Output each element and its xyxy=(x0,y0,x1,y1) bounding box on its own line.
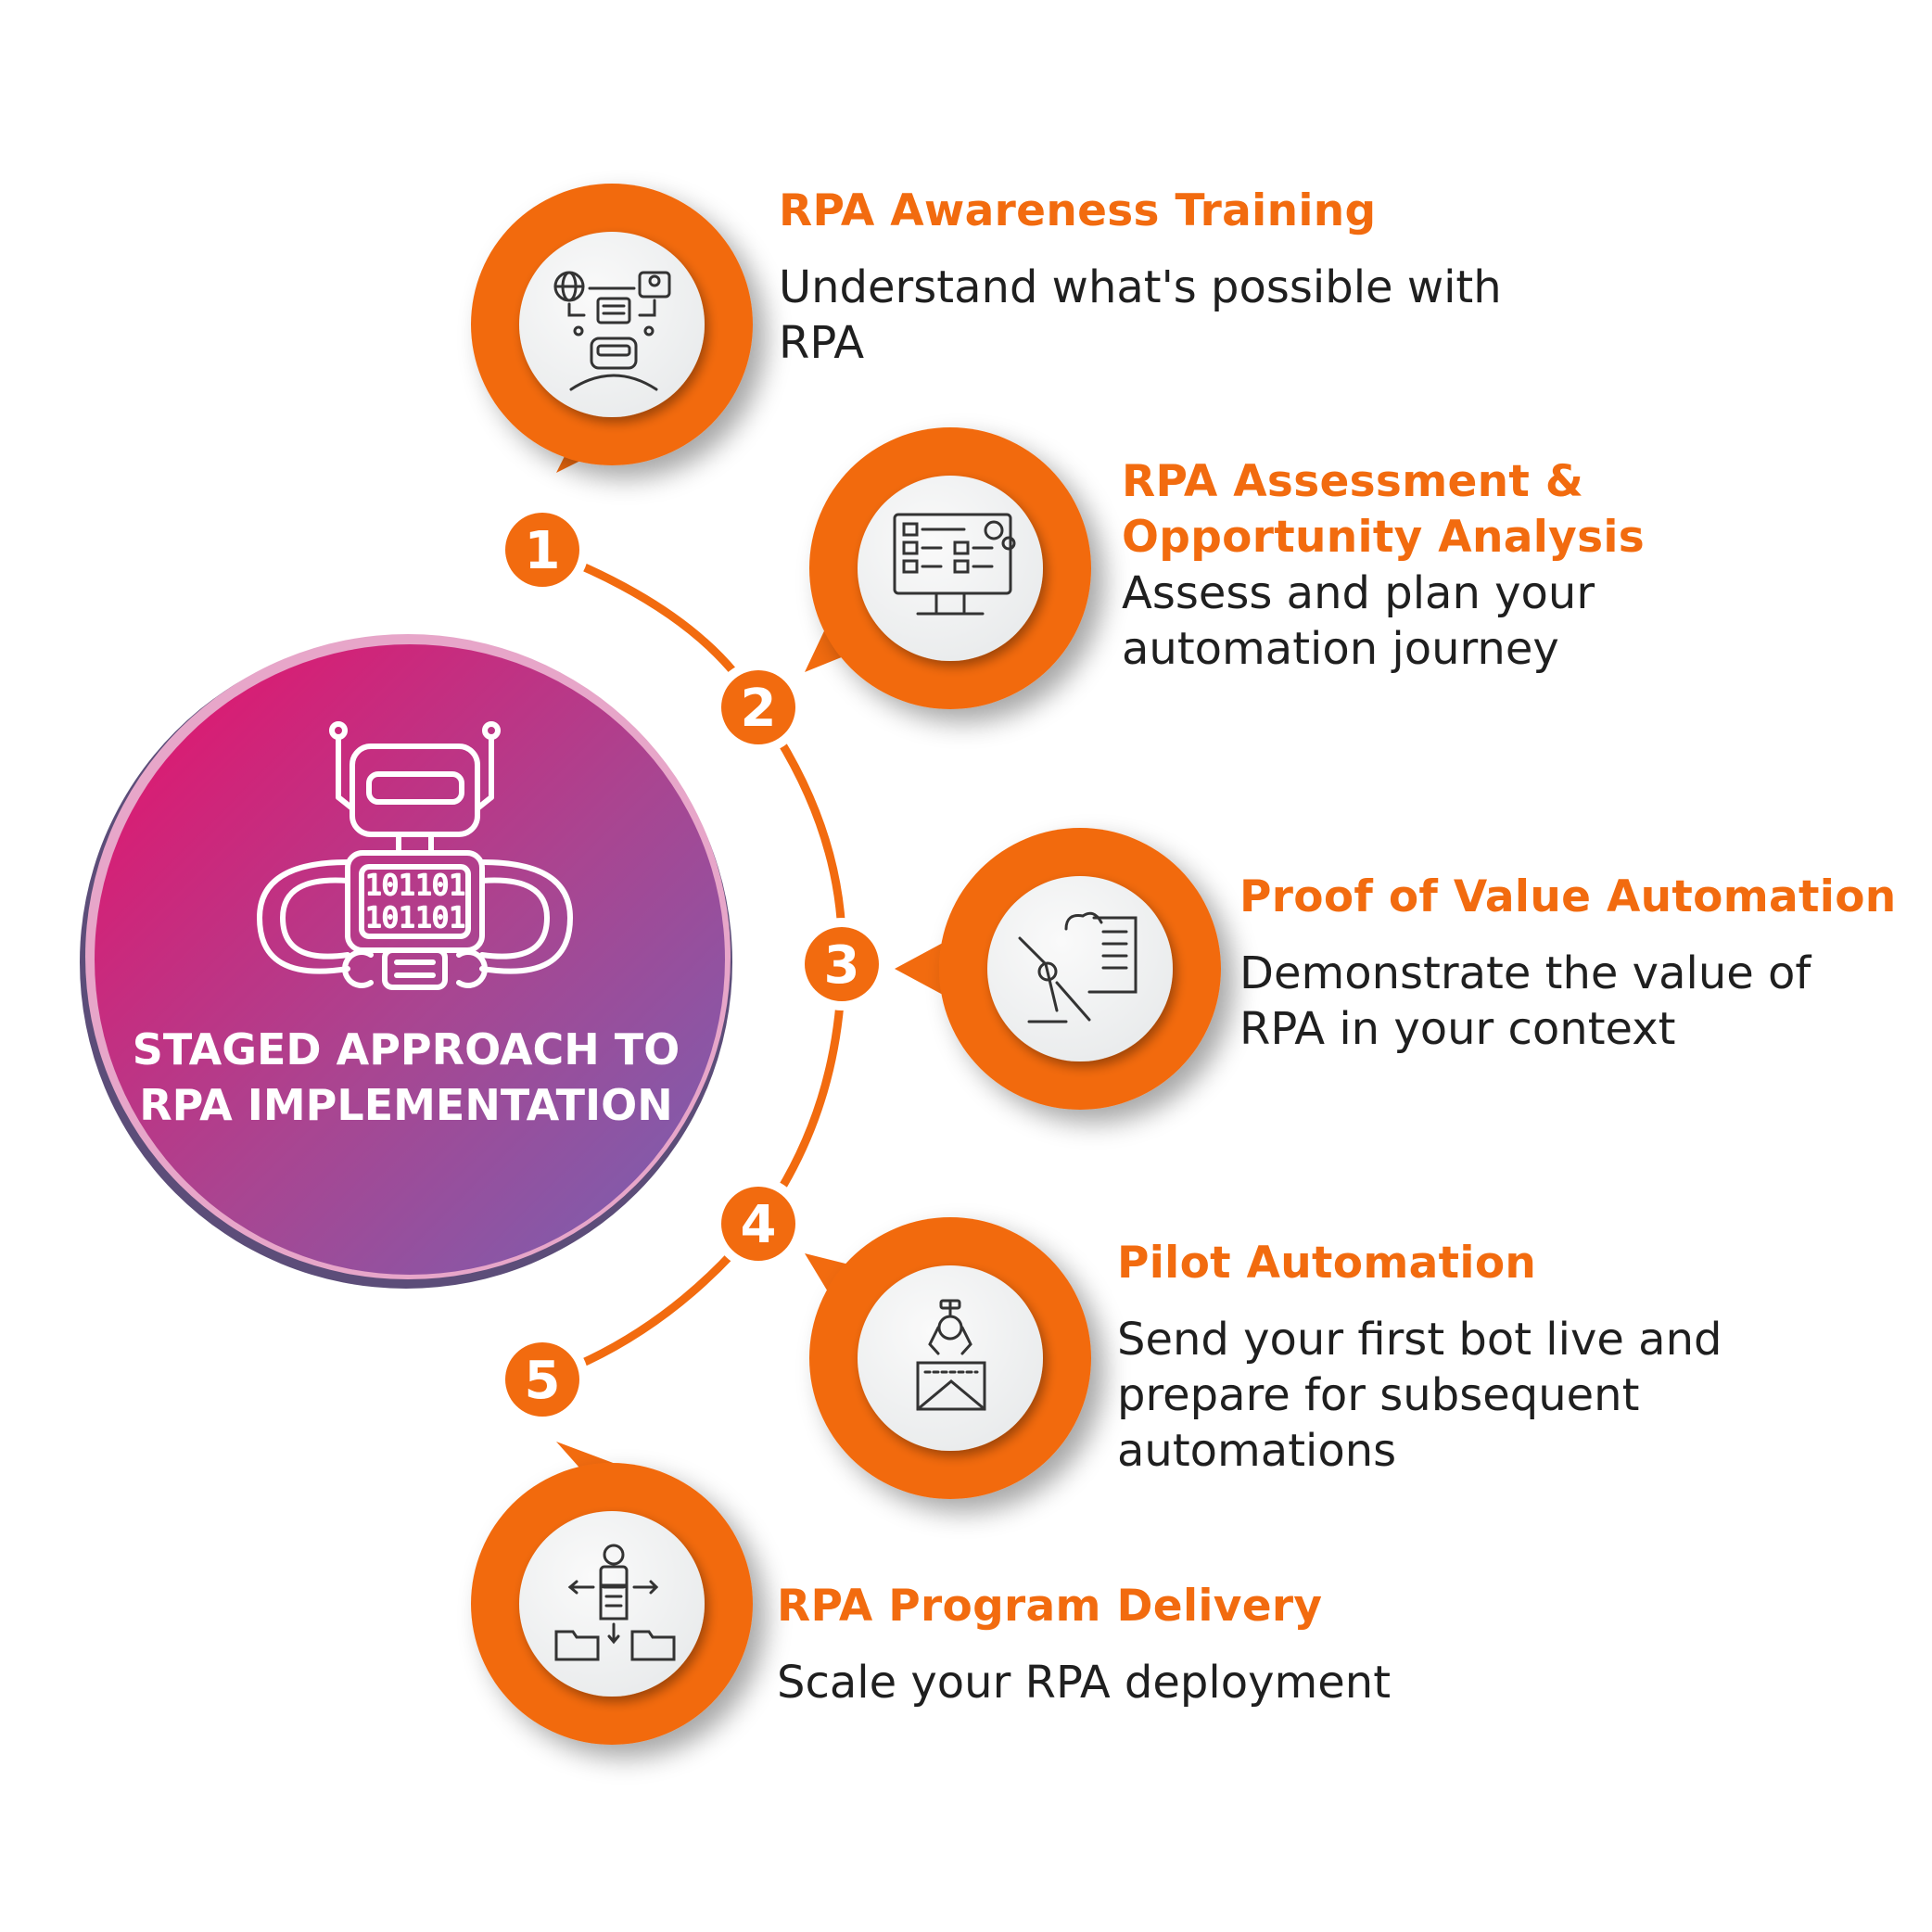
robot-network-icon xyxy=(553,271,671,391)
step-2-number: 2 xyxy=(741,679,777,739)
monitor-checklist-icon xyxy=(893,513,1016,616)
robot-binary-icon: 101101 101101 xyxy=(257,721,573,990)
step-5-text: RPA Program Delivery Scale your RPA depl… xyxy=(777,1579,1391,1710)
step-5-desc-line1: Scale your RPA deployment xyxy=(777,1657,1392,1709)
robot-claw-envelope-icon xyxy=(916,1299,986,1411)
step-4-text: Pilot Automation Send your first bot liv… xyxy=(1117,1236,1722,1479)
step-1-desc-line2: RPA xyxy=(779,317,865,369)
step-2-text: RPA Assessment & Opportunity Analysis As… xyxy=(1122,454,1645,677)
step-4-number: 4 xyxy=(741,1195,777,1255)
svg-text:101101: 101101 xyxy=(365,870,465,902)
step-5-number: 5 xyxy=(525,1351,561,1411)
step-1-marker: 1 xyxy=(496,503,589,596)
svg-text:101101: 101101 xyxy=(365,902,465,934)
robot-folders-icon xyxy=(554,1544,676,1661)
step-1-title: RPA Awareness Training xyxy=(779,185,1377,236)
center-title-line1: STAGED APPROACH TO xyxy=(133,1024,680,1074)
step-2-title-line2: Opportunity Analysis xyxy=(1122,512,1646,563)
step-2-marker: 2 xyxy=(712,661,805,754)
step-5-bubble xyxy=(471,1442,753,1745)
step-2-desc-line1: Assess and plan your xyxy=(1122,567,1595,619)
step-4-marker: 4 xyxy=(712,1177,805,1270)
step-4-desc-line2: prepare for subsequent xyxy=(1117,1369,1640,1421)
step-3-marker: 3 xyxy=(795,918,888,1010)
step-5-marker: 5 xyxy=(496,1333,589,1426)
step-3-desc-line2: RPA in your context xyxy=(1239,1003,1676,1055)
step-3-text: Proof of Value Automation Demonstrate th… xyxy=(1239,870,1897,1057)
step-4-desc-line3: automations xyxy=(1117,1425,1397,1477)
step-4-desc-line1: Send your first bot live and xyxy=(1117,1314,1722,1366)
center-title-line2: RPA IMPLEMENTATION xyxy=(139,1080,673,1130)
step-1-text: RPA Awareness Training Understand what's… xyxy=(779,184,1502,371)
step-2-bubble xyxy=(805,427,1091,709)
step-1-number: 1 xyxy=(525,521,561,581)
step-3-bubble xyxy=(895,828,1221,1110)
step-2-title-line1: RPA Assessment & xyxy=(1122,456,1584,507)
step-3-number: 3 xyxy=(824,935,860,996)
step-2-desc-line2: automation journey xyxy=(1122,623,1559,675)
robot-arm-document-icon xyxy=(1018,911,1138,1023)
step-1-bubble xyxy=(471,184,753,473)
step-3-title: Proof of Value Automation xyxy=(1239,871,1897,922)
step-1-desc-line1: Understand what's possible with xyxy=(779,261,1502,313)
step-4-bubble xyxy=(805,1217,1091,1499)
step-5-title: RPA Program Delivery xyxy=(777,1581,1323,1632)
step-4-title: Pilot Automation xyxy=(1117,1238,1537,1289)
step-3-desc-line1: Demonstrate the value of xyxy=(1239,947,1811,999)
